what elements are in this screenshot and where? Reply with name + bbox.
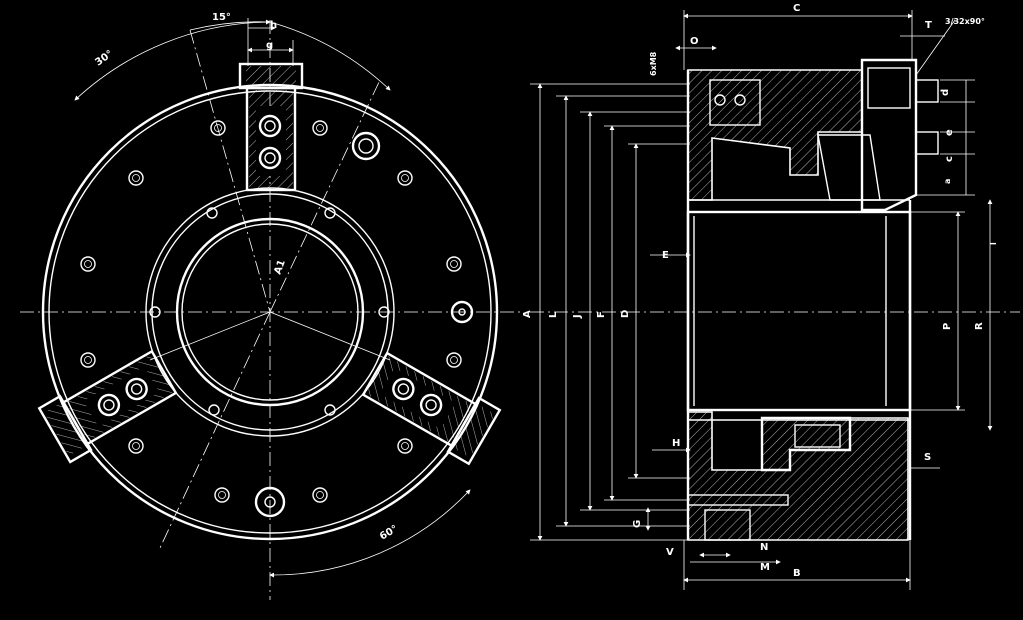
- dim-label-thread: 3/32x90°: [945, 17, 985, 26]
- dim-label-e: e: [944, 129, 955, 136]
- dim-label-V: V: [666, 547, 674, 558]
- key-hole: [254, 486, 286, 518]
- dim-label-6xM8: 6xM8: [649, 51, 658, 76]
- dim-label-C: C: [793, 3, 800, 14]
- angle-arc-30: [74, 19, 271, 101]
- dim-label-O: O: [690, 36, 699, 47]
- section-top-jaw: [860, 58, 918, 212]
- dim-label-S: S: [924, 452, 931, 463]
- angle-arc-15: [189, 21, 271, 31]
- angle-label-30: 30°: [93, 49, 115, 69]
- chuck-bore: [175, 217, 365, 407]
- dim-label-R: R: [974, 322, 985, 330]
- dim-label-F: F: [596, 311, 607, 318]
- dim-label-G: G: [632, 520, 643, 528]
- lube-fitting: [450, 300, 474, 324]
- angle-label-60: 60°: [378, 524, 400, 543]
- dim-label-c: c: [944, 156, 955, 162]
- dim-label-T: T: [925, 20, 932, 31]
- dim-label-l: l: [989, 242, 998, 245]
- dim-label-J: J: [572, 314, 583, 319]
- mounting-bolt-holes: [80, 120, 462, 503]
- dim-label-L: L: [548, 311, 559, 318]
- body-section-lower: [687, 411, 909, 541]
- front-view: 15° 30° 60° h g A1: [20, 12, 520, 600]
- dim-label-h: h: [270, 20, 277, 31]
- angle-arc-60: [269, 489, 471, 578]
- key-socket: [351, 131, 381, 161]
- dim-label-E: E: [662, 250, 669, 261]
- dim-label-H: H: [672, 438, 680, 449]
- top-jaw: [238, 62, 304, 192]
- dim-label-P: P: [942, 323, 953, 330]
- angle-label-15: 15°: [212, 12, 231, 23]
- dim-label-g: g: [266, 40, 273, 51]
- dim-label-A: A: [522, 310, 533, 318]
- dim-label-a1: A1: [272, 258, 287, 276]
- dim-label-d: d: [940, 89, 951, 96]
- diameter-line-a1: [159, 311, 271, 549]
- lower-right-jaw: [361, 351, 502, 466]
- dim-label-D: D: [620, 310, 631, 318]
- dim-label-M: M: [760, 562, 770, 573]
- lower-left-jaw: [37, 349, 178, 464]
- dim-label-N: N: [760, 542, 768, 553]
- section-view: C T 3/32x90° O 6xM8 d e c a l E A L J F …: [522, 3, 1020, 590]
- dim-label-a: a: [943, 179, 952, 184]
- dim-label-B: B: [793, 568, 801, 579]
- diameter-line-a1-upper: [269, 79, 381, 313]
- section-bore: [686, 210, 912, 412]
